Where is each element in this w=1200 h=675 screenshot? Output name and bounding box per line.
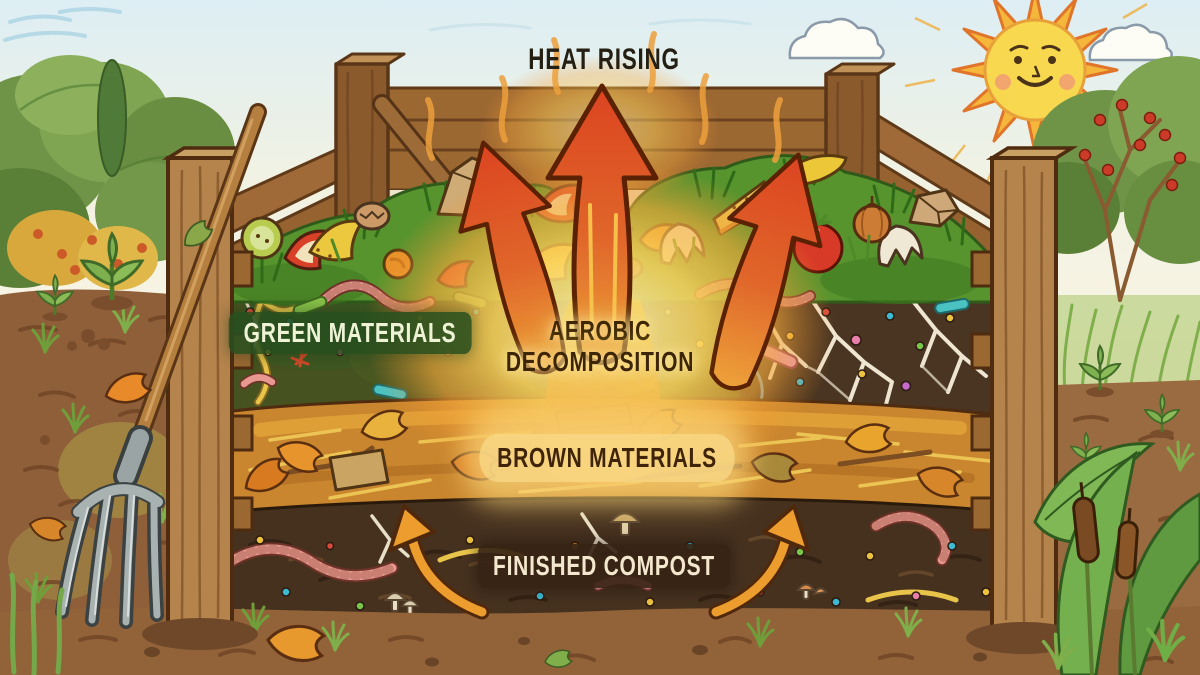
heat-arrow-icon [709,152,823,391]
cattail-icon [1033,442,1200,675]
onion-icon [852,196,892,244]
brown-materials-label: BROWN MATERIALS [479,434,735,482]
cardboard-icon [328,448,390,492]
finished-compost-label: FINISHED COMPOST [477,544,731,588]
heat-arrow-icon [458,140,567,375]
bin-post-left [142,146,258,650]
aerobic-decomposition-label: AEROBIC DECOMPOSITION [505,315,695,377]
heat-squiggles [425,31,783,163]
green-materials-label: GREEN MATERIALS [228,312,472,354]
apple-slice-icon [240,216,284,260]
heat-rising-label: HEAT RISING [528,43,680,76]
heat-arrows [458,83,823,391]
berry-bush-icon [1016,56,1200,395]
mushroom-icon [384,512,828,616]
eggshell-icon [353,201,391,231]
tree-icon [0,55,235,290]
bin-post-right [966,146,1082,654]
circulation-arrow-right [708,504,810,620]
pitchfork-icon [55,103,267,629]
banana-peel-icon [307,219,365,262]
eggshell-icon [877,224,924,268]
heat-arrow-icon [545,83,659,365]
grass-icon [9,572,65,675]
circulation-arrow-left [388,504,490,620]
